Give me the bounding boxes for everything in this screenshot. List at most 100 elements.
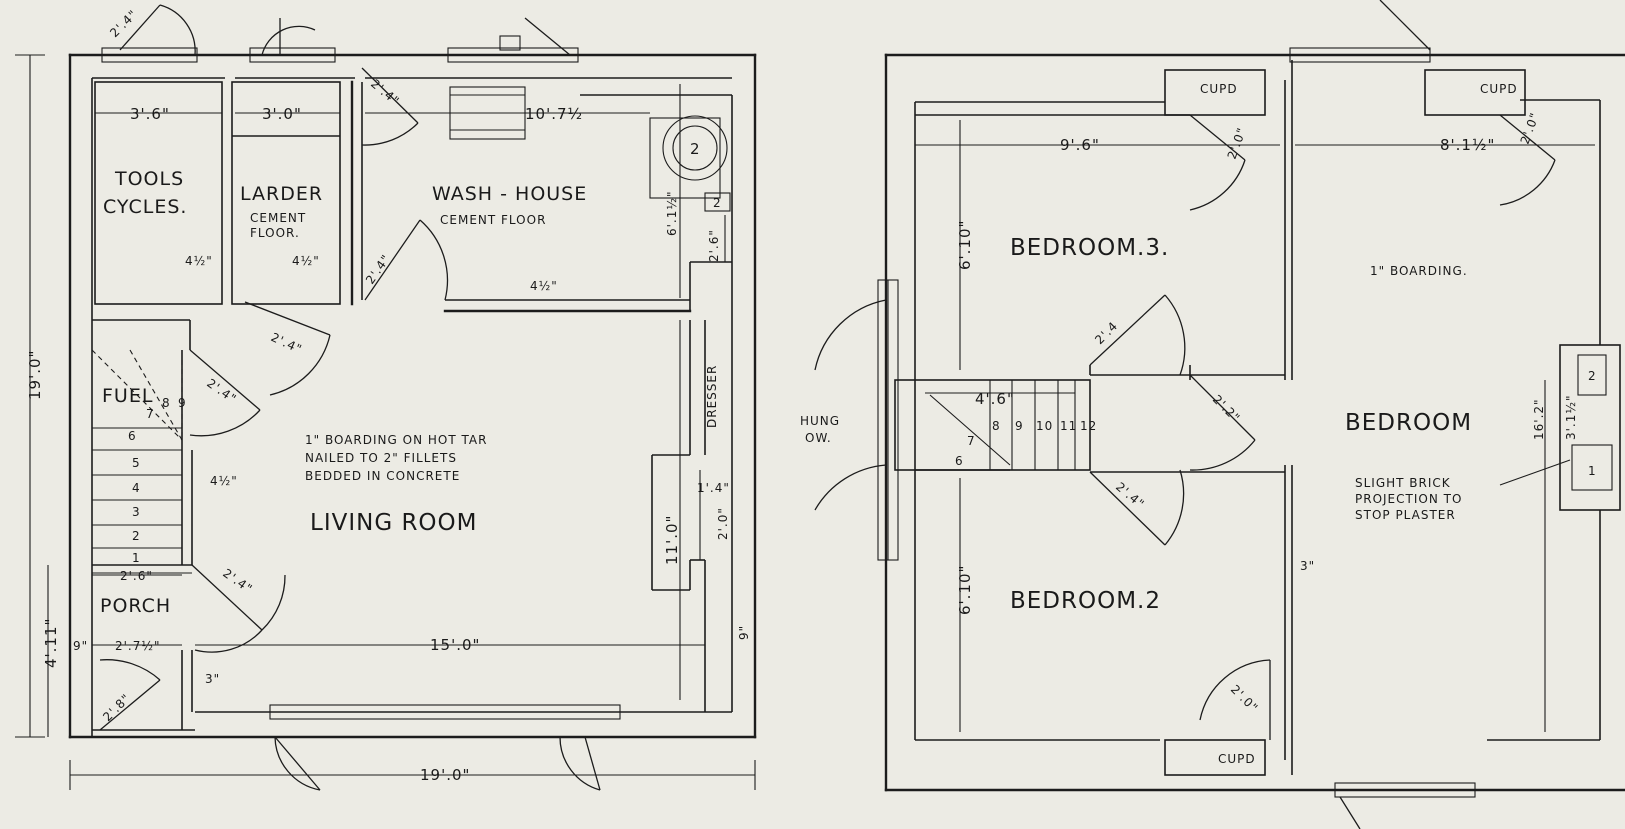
ground-step-8: 8 [162,396,171,410]
dim-dresser-small: 1'.4" [697,481,730,495]
dim-overall-depth: 19'.0" [26,350,44,400]
larder-label: LARDER [240,183,323,205]
brick-note-line-2: PROJECTION TO [1355,492,1462,506]
floor-note-line-3: BEDDED IN CONCRETE [305,469,460,483]
copper-symbol [672,125,718,171]
ground-step-7: 7 [146,407,155,421]
ground-staircase: 1 2 3 4 5 6 7 8 9 [91,349,187,565]
boarding-note: 1" BOARDING. [1370,264,1468,278]
first-step-12: 12 [1080,419,1097,433]
copper-number: 2 [690,140,701,158]
brick-note-line-3: STOP PLASTER [1355,508,1456,522]
ground-door-swings [99,4,601,791]
ground-floor-plan: 1 2 3 4 5 6 7 8 9 2 2 TOOLS CYCLES. LARD… [15,4,757,791]
dim-wall-tools: 4½" [185,254,213,268]
ground-step-2: 2 [132,529,141,543]
dim-door-tools: 2'.4" [107,7,140,40]
sink-number: 2 [713,196,722,210]
first-staircase: 6 7 8 9 10 11 12 [929,380,1097,470]
dim-landing: 4'.6" [975,390,1015,408]
dim-overall-width: 19'.0" [420,766,470,784]
dim-cup-1: 2'.0" [1225,125,1249,161]
ground-step-3: 3 [132,505,141,519]
dim-bed3-width: 9'.6" [1060,136,1100,154]
wash-house-label: WASH - HOUSE [432,183,587,205]
dim-door-wash-top: 2'.4" [368,77,402,109]
first-step-11: 11 [1060,419,1077,433]
first-step-8: 8 [992,419,1001,433]
brick-note-line-1: SLIGHT BRICK [1355,476,1451,490]
dresser-label: DRESSER [705,365,719,428]
dim-door-porch-living: 2'.4" [220,566,255,596]
dim-tools-width: 3'.6" [130,105,170,123]
chimney-number-1: 1 [1588,464,1597,478]
dim-door-bed1: 2'.2" [1210,392,1243,425]
larder-note-floor: FLOOR. [250,226,300,240]
dim-door-fuel: 2'.4" [204,376,239,406]
chimney-number-2: 2 [1588,369,1597,383]
dim-door-bed2: 2'.4" [1113,480,1147,512]
cupboard-label-3: CUPD [1218,752,1256,766]
wash-house-note: CEMENT FLOOR [440,213,546,227]
first-step-9: 9 [1015,419,1024,433]
ground-step-4: 4 [132,481,141,495]
larder-note-cement: CEMENT [250,211,306,225]
dim-wash-width: 10'.7½ [525,105,583,123]
bedroom-3-label: BEDROOM.3. [1010,235,1169,261]
dim-bed3-depth: 6'.10" [956,220,974,270]
dim-bed1-depth: 16'.2" [1532,398,1546,440]
dim-dresser-depth: 2'.0" [716,507,730,540]
dim-right-wall: 9" [737,625,751,640]
dim-porch-depth: 4'.11" [42,618,60,668]
first-dimensions [915,120,1595,732]
floor-note-line-1: 1" BOARDING ON HOT TAR [305,433,487,447]
first-windows [877,47,1476,798]
dim-larder-width: 3'.0" [262,105,302,123]
dim-living-width: 15'.0" [430,636,480,654]
ground-dimensions [15,54,756,790]
dim-sink-depth: 2'.6" [707,229,721,262]
dim-porch-gap: 3" [205,672,220,686]
dim-wall-wash: 4½" [530,279,558,293]
dim-door-bed3: 2'.4 [1092,319,1121,348]
tools-label: TOOLS [114,168,184,190]
dim-chimney: 3'.1½" [1564,394,1578,440]
porch-label: PORCH [100,595,171,617]
dim-partition: 3" [1300,559,1315,573]
first-step-6: 6 [955,454,964,468]
first-step-10: 10 [1036,419,1053,433]
dim-porch-wall: 9" [73,639,88,653]
ground-step-1: 1 [132,551,141,565]
ground-windows [101,35,731,720]
ground-step-6: 6 [128,429,137,443]
fuel-label: FUEL [102,385,153,407]
dim-wash-depth: 6'.1½" [665,190,679,236]
dim-door-porch: 2'.8" [100,691,133,724]
dim-bed2-depth: 6'.10" [956,565,974,615]
bedroom-1-label: BEDROOM [1345,410,1472,436]
ground-step-5: 5 [132,456,141,470]
bedroom-2-label: BEDROOM.2 [1010,588,1161,614]
dim-wall-larder: 4½" [292,254,320,268]
dim-door-larder-living: 2'.4" [269,330,305,357]
first-walls [884,53,1625,792]
dim-cup-3: 2'.0" [1228,682,1261,715]
first-door-swings [814,0,1556,829]
first-step-7: 7 [967,434,976,448]
hung-note-1: HUNG [800,414,840,428]
living-room-label: LIVING ROOM [310,510,478,536]
first-floor-plan: 6 7 8 9 10 11 12 BEDROOM.3. BEDROOM.2 BE… [800,0,1625,829]
ground-walls [68,53,757,739]
dim-porch-inner: 2'.6" [120,569,153,583]
cupboard-label-1: CUPD [1200,82,1238,96]
floor-note-line-2: NAILED TO 2" FILLETS [305,451,457,465]
dim-porch-width: 2'.7½" [115,639,161,653]
dim-bed1-width: 8'.1½" [1440,136,1495,154]
dim-wall-stair: 4½" [210,474,238,488]
dim-living-depth: 11'.0" [663,515,681,565]
hung-note-2: OW. [805,431,832,445]
cupboard-label-2: CUPD [1480,82,1518,96]
cycles-label: CYCLES. [103,196,187,218]
ground-step-9: 9 [178,396,187,410]
